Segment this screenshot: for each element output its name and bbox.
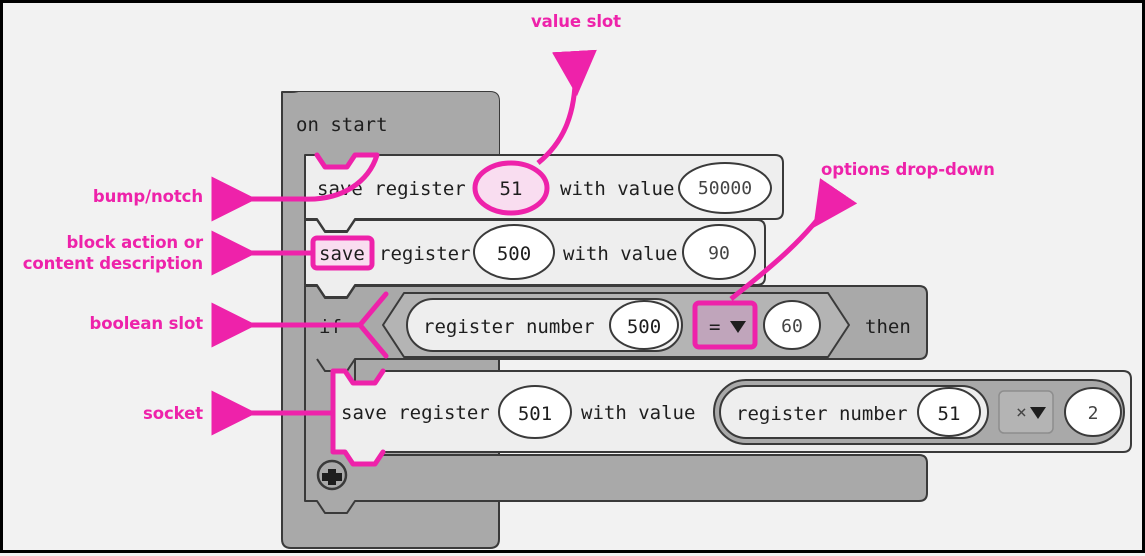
value-field-2-text: 2 <box>1088 403 1099 424</box>
annotation-label-bump-notch: bump/notch <box>92 187 203 206</box>
block-save-register-3[interactable]: save register 501 with value register nu… <box>332 370 1132 465</box>
annotation-label-block-action-line2: content description <box>22 254 203 274</box>
value-field-2[interactable] <box>1064 387 1122 437</box>
annotation-label-socket: socket <box>143 404 203 423</box>
block-canvas: .mono { font-family:"DejaVu Sans Mono", … <box>281 91 1132 549</box>
if-label: if <box>319 316 342 338</box>
value-field-60[interactable] <box>763 300 821 350</box>
annotation-label-boolean-slot: boolean slot <box>89 314 204 333</box>
reporter-register-number-51-label: register number <box>736 403 908 425</box>
options-dropdown-multiply[interactable]: × <box>998 390 1054 434</box>
value-field-501[interactable] <box>498 385 572 439</box>
reporter-register-number-500-value[interactable] <box>609 300 679 350</box>
save-register-2-action: save <box>319 243 365 265</box>
options-dropdown-equals[interactable]: = <box>692 300 758 350</box>
reporter-multiply[interactable]: register number 51 × 2 <box>713 379 1125 445</box>
reporter-register-number-51-value[interactable] <box>917 387 981 437</box>
then-label: then <box>865 316 911 338</box>
add-button[interactable] <box>316 459 348 491</box>
value-field-501-text: 501 <box>518 403 552 425</box>
chevron-down-icon <box>1030 407 1046 419</box>
value-field-50000-text: 50000 <box>698 178 752 199</box>
value-field-90-text: 90 <box>708 243 730 264</box>
value-field-60-text: 60 <box>781 316 803 337</box>
on-start-label: on start <box>296 114 388 136</box>
chevron-down-icon <box>730 321 746 333</box>
save-register-3-with-value-label: with value <box>581 402 695 424</box>
value-slot-register-51[interactable] <box>472 160 550 216</box>
value-field-500-text: 500 <box>497 243 531 265</box>
annotation-label-block-action-line1: block action or <box>66 233 203 252</box>
reporter-register-number-51[interactable]: register number 51 <box>719 385 989 439</box>
block-action-highlight-save[interactable] <box>310 235 375 271</box>
save-register-2-with-value-label: with value <box>563 243 677 265</box>
reporter-register-number-51-value-text: 51 <box>938 403 961 425</box>
reporter-register-number-500[interactable]: register number 500 <box>406 298 683 352</box>
operator-multiply-label: × <box>1016 402 1027 423</box>
save-register-1-action: save register <box>317 178 466 200</box>
save-register-1-with-value-label: with value <box>560 178 674 200</box>
reporter-register-number-500-value-text: 500 <box>627 316 661 338</box>
value-slot-register-51-text: 51 <box>500 178 523 200</box>
operator-equals-label: = <box>709 316 720 338</box>
reporter-register-number-500-label: register number <box>423 316 595 338</box>
block-if-then[interactable]: if then register number 500 = <box>304 285 928 514</box>
plus-circle-icon <box>322 469 342 485</box>
annotation-label-options-dropdown: options drop-down <box>821 160 995 179</box>
annotation-label-value-slot: value slot <box>531 12 621 31</box>
save-register-2-action-rest: register <box>379 243 471 265</box>
save-register-3-action: save register <box>341 402 490 424</box>
value-field-500[interactable] <box>473 224 555 280</box>
boolean-slot-hexagon[interactable]: register number 500 = 60 <box>382 292 850 358</box>
